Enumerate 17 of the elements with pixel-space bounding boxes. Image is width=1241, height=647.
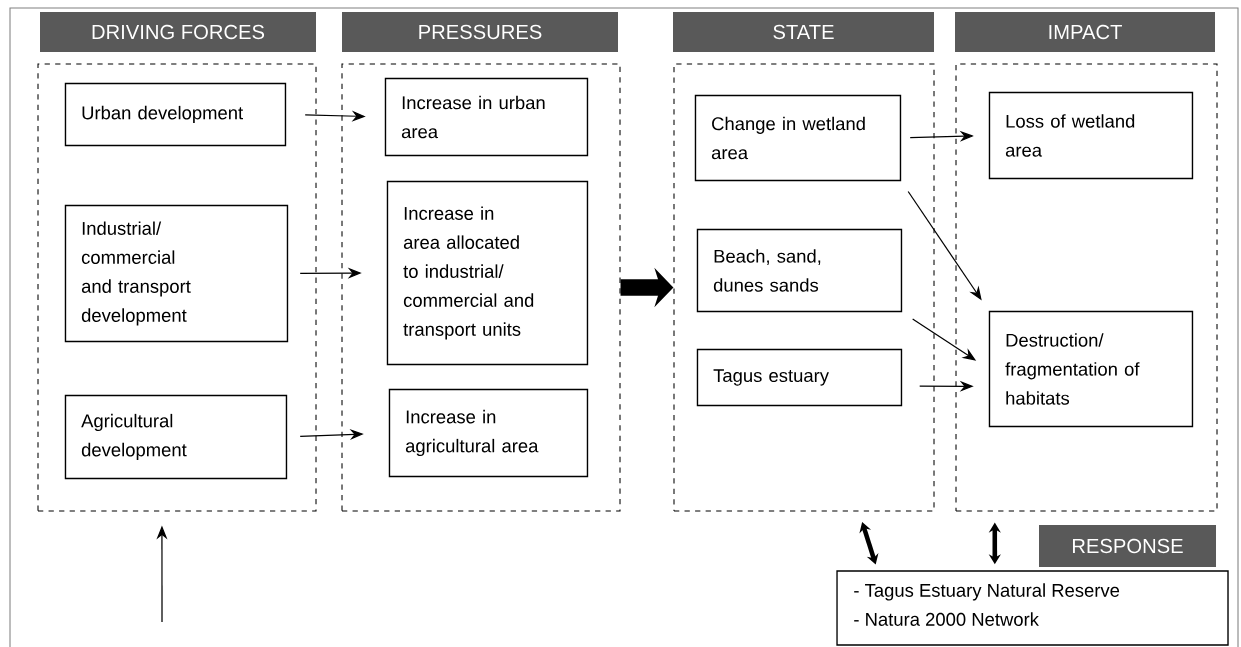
header-band: RESPONSE (1039, 525, 1216, 567)
text-box: Loss of wetland area (988, 91, 1194, 180)
header-band: IMPACT (955, 12, 1215, 52)
text-box: Increase in area allocated to industrial/ commercial and transport units (386, 180, 589, 366)
text-box: Beach, sand, dunes sands (696, 228, 903, 313)
text-box: Increase in agricultural area (388, 388, 589, 478)
text-box: Industrial/ commercial and transport development (64, 204, 289, 343)
text-box: Agricultural development (64, 394, 288, 480)
header-band: STATE (673, 12, 934, 52)
text-box: Tagus estuary (696, 348, 903, 407)
text-box: Change in wetland area (694, 94, 902, 182)
text-box: - Tagus Estuary Natural Reserve - Natura 2000 Network (836, 570, 1229, 646)
header-band: PRESSURES (342, 12, 618, 52)
header-band: DRIVING FORCES (40, 12, 316, 52)
text-box: Urban development (64, 82, 287, 147)
text-box: Increase in urban area (384, 77, 589, 157)
text-box: Destruction/ fragmentation of habitats (988, 310, 1194, 428)
